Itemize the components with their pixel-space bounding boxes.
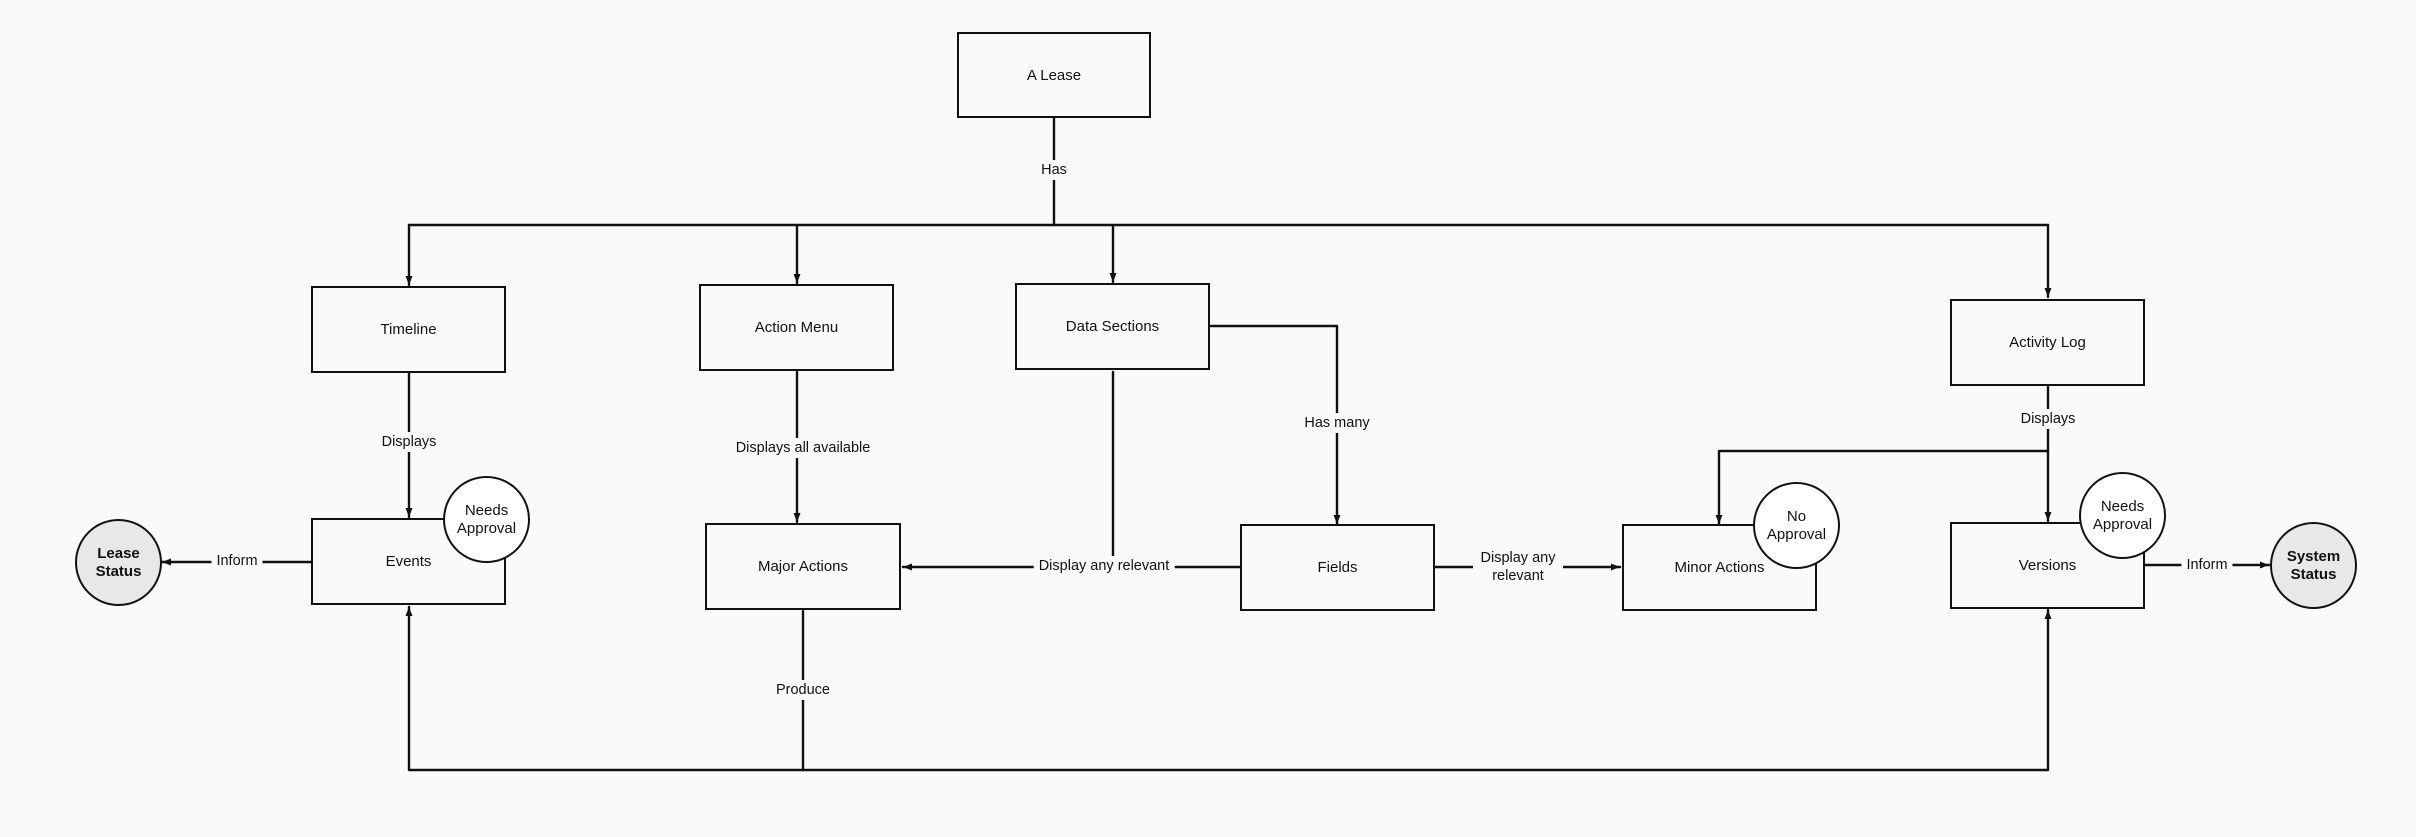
edge-label-inform-right: Inform: [2181, 555, 2233, 575]
edge-label-display-any-relevant-2: Display any relevant: [1473, 548, 1563, 586]
node-lease: A Lease: [957, 32, 1151, 118]
status-lease: Lease Status: [75, 519, 162, 606]
edge-label-displays-all-available: Displays all available: [730, 438, 876, 458]
edge-label-inform-left: Inform: [211, 551, 263, 571]
badge-events-needs-approval: Needs Approval: [443, 476, 530, 563]
node-fields: Fields: [1240, 524, 1435, 611]
edge-label-produce: Produce: [770, 680, 836, 700]
edge-produce-events: [405, 605, 805, 772]
badge-versions-needs-approval: Needs Approval: [2079, 472, 2166, 559]
node-activity-log: Activity Log: [1950, 299, 2145, 386]
status-system: System Status: [2270, 522, 2357, 609]
edge-data-fields: [1209, 324, 1341, 526]
edge-produce-versions: [801, 608, 2052, 772]
edge-label-has-many: Has many: [1299, 413, 1375, 433]
edge-label-timeline-displays: Displays: [376, 432, 442, 452]
edge-activity-minor: [1715, 449, 2050, 526]
node-action-menu: Action Menu: [699, 284, 894, 371]
badge-minor-no-approval: No Approval: [1753, 482, 1840, 569]
edge-label-activity-displays: Displays: [2015, 409, 2081, 429]
edge-label-has: Has: [1036, 160, 1072, 180]
node-major-actions: Major Actions: [705, 523, 901, 610]
edge-label-display-any-relevant: Display any relevant: [1033, 556, 1175, 576]
node-data-sections: Data Sections: [1015, 283, 1210, 370]
node-timeline: Timeline: [311, 286, 506, 373]
